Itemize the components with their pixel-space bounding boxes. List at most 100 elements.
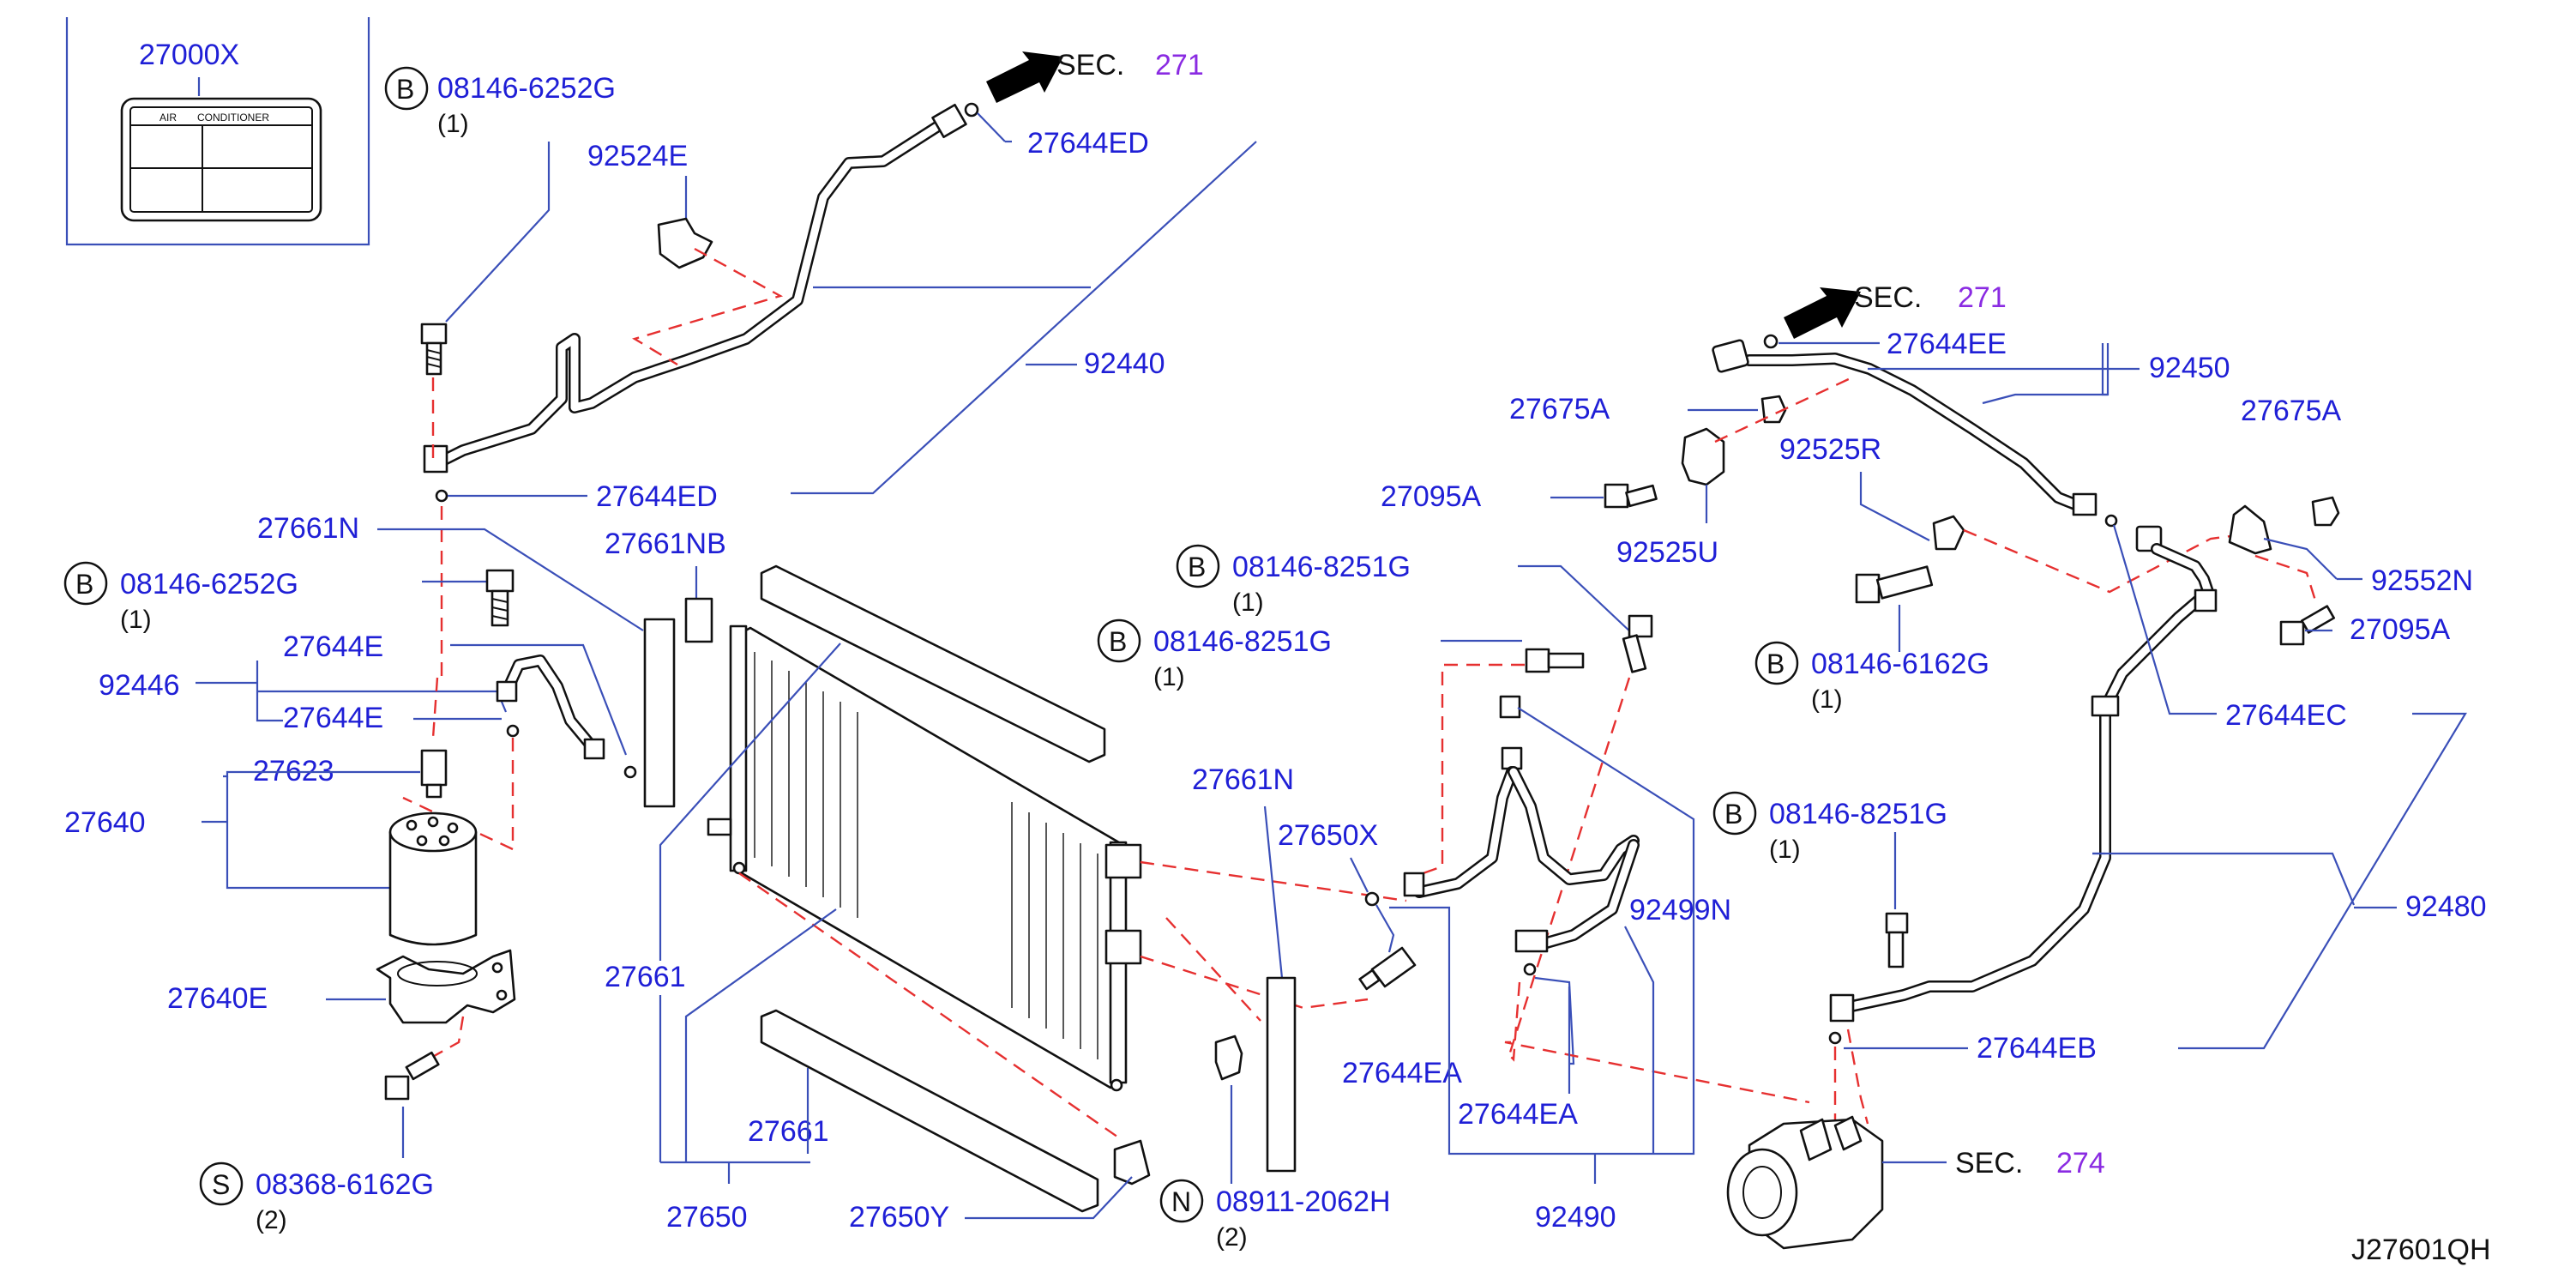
- o-ring-icon: [1523, 962, 1537, 976]
- nut-circle-letter: N: [1171, 1186, 1191, 1217]
- bolt-circle-letter: B: [396, 74, 414, 105]
- pipe-fitting: [496, 680, 518, 703]
- sec-274-text: SEC.: [1955, 1147, 2023, 1179]
- part-label-92525r[interactable]: 92525R: [1779, 433, 1881, 466]
- bolt-callout-circle: [63, 561, 108, 606]
- pipe-fitting: [1712, 339, 1749, 373]
- qty-08146-8251g-a: (1): [1232, 588, 1264, 617]
- part-label-27661n-right[interactable]: 27661N: [1192, 763, 1294, 796]
- part-label-08368-6162g[interactable]: 08368-6162G: [256, 1168, 434, 1201]
- screw-callout-circle: [199, 1161, 244, 1206]
- o-ring-icon: [2104, 514, 2118, 528]
- diagram-reference-code: J27601QH: [2351, 1234, 2491, 1266]
- part-label-92446[interactable]: 92446: [99, 669, 180, 702]
- part-label-92490[interactable]: 92490: [1535, 1201, 1616, 1234]
- bolt-circle-letter: B: [75, 569, 93, 600]
- ac-label-plate: [120, 97, 322, 222]
- compressor: [1726, 1115, 1884, 1250]
- part-label-27640[interactable]: 27640: [64, 806, 146, 839]
- part-label-92552n[interactable]: 92552N: [2371, 564, 2473, 597]
- part-label-92525u[interactable]: 92525U: [1616, 536, 1718, 569]
- part-label-27095a-a[interactable]: 27095A: [1381, 480, 1482, 513]
- bolt-callout-circle: [384, 66, 429, 111]
- bolt-icon: [1525, 648, 1585, 673]
- part-label-27644ee[interactable]: 27644EE: [1887, 328, 2007, 360]
- pipe-fitting: [1501, 746, 1523, 770]
- part-label-27661-b[interactable]: 27661: [748, 1115, 829, 1148]
- part-label-27650y[interactable]: 27650Y: [849, 1201, 949, 1234]
- center-bolts-group: B 08146-8251G (1) B 08146-8251G (1): [1097, 544, 1653, 1056]
- bolt-icon: [1855, 565, 1934, 604]
- part-label-92524e[interactable]: 92524E: [587, 140, 688, 172]
- bolt-icon: [1622, 614, 1653, 673]
- part-label-08146-8251g-b[interactable]: 08146-8251G: [1153, 625, 1332, 658]
- qty-08146-8251g-b: (1): [1153, 663, 1185, 691]
- sec-271-link-top[interactable]: 271: [1155, 49, 1204, 81]
- part-label-08911-2062h[interactable]: 08911-2062H: [1216, 1186, 1391, 1218]
- bolt-callout-circle: [1712, 791, 1757, 836]
- condenser-fitting-upper: [1104, 843, 1142, 879]
- part-label-27644e-b[interactable]: 27644E: [283, 702, 383, 734]
- condenser-fitting-lower: [1104, 929, 1142, 965]
- part-label-08146-6252g-mid[interactable]: 08146-6252G: [120, 568, 298, 600]
- part-label-08146-8251g-c[interactable]: 08146-8251G: [1769, 798, 1947, 830]
- part-label-08146-6162g[interactable]: 08146-6162G: [1811, 648, 1989, 680]
- clip-92524e: [657, 217, 713, 269]
- part-label-27650x[interactable]: 27650X: [1278, 819, 1378, 852]
- bolt-circle-letter: B: [1188, 552, 1206, 582]
- part-label-08146-6252g-top[interactable]: 08146-6252G: [437, 72, 616, 105]
- qty-08368-6162g: (2): [256, 1206, 287, 1234]
- bolt-icon: [2279, 605, 2336, 646]
- condenser-group: 27661NB: [605, 528, 1668, 1252]
- screw-circle-letter: S: [212, 1169, 230, 1200]
- part-label-27640e[interactable]: 27640E: [167, 982, 268, 1015]
- part-label-27675a-b[interactable]: 27675A: [2241, 395, 2342, 427]
- qty-08146-6252g-top: (1): [437, 110, 469, 138]
- sec-274-link[interactable]: 274: [2056, 1147, 2105, 1179]
- receiver-group: 27644ED 27661N B 08146-6252G (1) 27644E …: [63, 323, 718, 1234]
- nut-icon: [2311, 496, 2340, 527]
- part-label-27675a-a[interactable]: 27675A: [1509, 393, 1610, 425]
- part-label-92440[interactable]: 92440: [1084, 347, 1165, 380]
- bracket-92552n: [2228, 504, 2272, 555]
- qty-08146-6162g: (1): [1811, 685, 1843, 714]
- bracket-27650y: [1113, 1139, 1151, 1186]
- pipe-fitting: [1499, 695, 1521, 719]
- receiver-drier: [388, 811, 478, 946]
- part-label-27644e-a[interactable]: 27644E: [283, 630, 383, 663]
- label-plate-air: AIR: [159, 112, 177, 124]
- pressure-switch: [420, 749, 448, 799]
- bolt-callout-circle: [1754, 641, 1799, 685]
- part-label-27661n-left[interactable]: 27661N: [257, 512, 359, 545]
- part-label-27095a-b[interactable]: 27095A: [2350, 613, 2451, 646]
- nut-icon: [1214, 1035, 1243, 1081]
- part-label-27650[interactable]: 27650: [666, 1201, 748, 1234]
- part-label-27661-a[interactable]: 27661: [605, 961, 686, 993]
- part-label-92480[interactable]: 92480: [2405, 890, 2487, 923]
- clip-92525r: [1932, 515, 1965, 551]
- seal-strip-bottom: [760, 1009, 1099, 1213]
- sec-271-text-top: SEC.: [1056, 49, 1124, 81]
- bolt-callout-circle: [1176, 544, 1220, 588]
- pipe-fitting: [2072, 492, 2098, 516]
- pipe-fitting: [2194, 588, 2218, 612]
- part-label-27644ec[interactable]: 27644EC: [2225, 699, 2347, 732]
- pipe-fitting: [2091, 695, 2120, 717]
- part-label-27644eb[interactable]: 27644EB: [1977, 1032, 2097, 1065]
- bolt-icon: [384, 1051, 440, 1101]
- part-label-92499n[interactable]: 92499N: [1629, 894, 1731, 926]
- sec-271-link-right[interactable]: 271: [1958, 281, 2007, 314]
- part-label-27644ea-a[interactable]: 27644EA: [1342, 1057, 1462, 1089]
- part-label-08146-8251g-a[interactable]: 08146-8251G: [1232, 551, 1411, 583]
- bolt-circle-letter: B: [1109, 626, 1127, 657]
- part-label-27644ea-b[interactable]: 27644EA: [1458, 1098, 1578, 1131]
- part-label-27644ed-mid[interactable]: 27644ED: [596, 480, 718, 513]
- arrow-right-icon: [986, 51, 1063, 103]
- part-label-27000x[interactable]: 27000X: [139, 39, 239, 71]
- part-label-27661nb[interactable]: 27661NB: [605, 528, 726, 560]
- part-label-27644ed-top[interactable]: 27644ED: [1027, 127, 1149, 160]
- condenser-inlet: [707, 817, 732, 836]
- qty-08911-2062h: (2): [1216, 1223, 1248, 1252]
- part-label-92450[interactable]: 92450: [2149, 352, 2230, 384]
- bolt-circle-letter: B: [1724, 799, 1742, 830]
